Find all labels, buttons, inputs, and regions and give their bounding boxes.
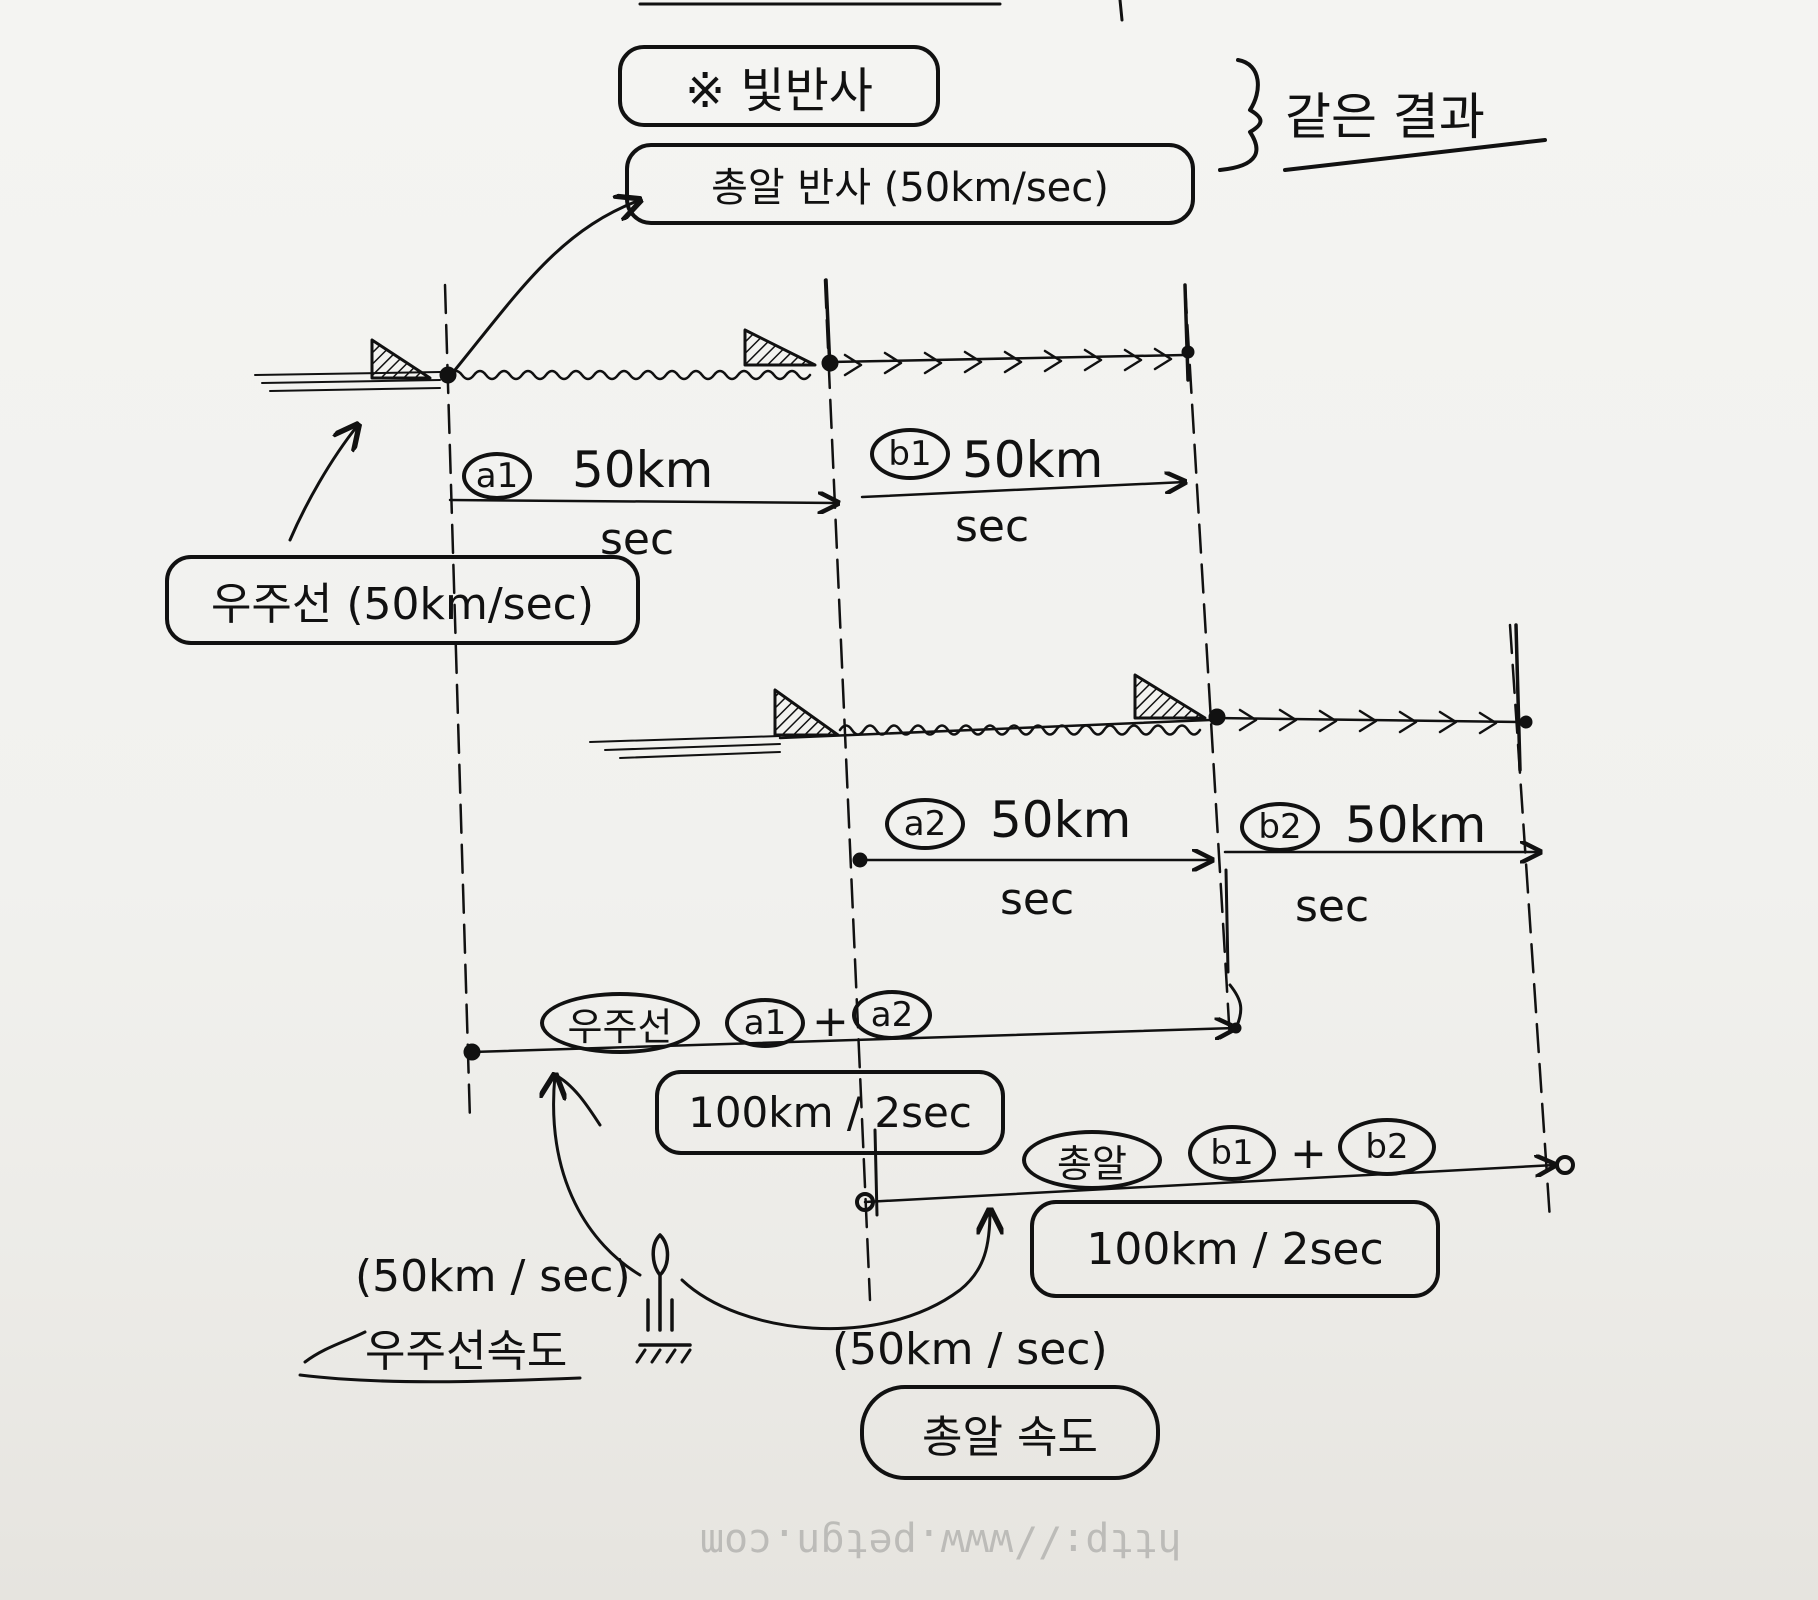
observer-to-spaceship-tail	[553, 1073, 602, 1127]
a2-unit: sec	[1000, 874, 1075, 925]
a1-speed: 50km	[572, 441, 714, 499]
bottom-spring-baseline	[778, 718, 1212, 740]
sum-bullet-tag: 총알	[1022, 1130, 1162, 1190]
arrow-a1	[448, 500, 838, 503]
light-reflection-box: ※ 빛반사	[618, 45, 940, 127]
timeline-v2	[823, 278, 872, 1302]
spaceship-point-bottom	[1208, 708, 1226, 726]
top-motion-line-3	[269, 387, 441, 392]
sum-bullet-result: 100km / 2sec	[1030, 1200, 1440, 1298]
a1-tag: a1	[462, 452, 532, 500]
spaceship-triangle-bottom-start	[773, 688, 840, 737]
spaceship-pointer-arrow	[288, 425, 358, 542]
top-spring	[448, 369, 812, 381]
bullet-speed-label: 총알 속도	[860, 1385, 1160, 1480]
spaceship-speed-label: 우주선속도	[365, 1326, 568, 1377]
spaceship-speed-value: (50km / sec)	[355, 1251, 631, 1302]
observer-figure	[638, 1233, 692, 1347]
top-motion-line-2	[261, 379, 441, 384]
top-chevron-baseline	[828, 353, 1187, 364]
bottom-motion-line-2	[604, 743, 781, 751]
launch-to-header-arrow	[453, 200, 640, 372]
bullet-point-top	[1181, 345, 1195, 359]
sum-bullet-start	[855, 1192, 875, 1212]
sum-bullet-arrow	[863, 1165, 1555, 1204]
timeline-v1	[443, 283, 472, 1122]
bullet-point-bottom	[1519, 715, 1533, 729]
b2-speed: 50km	[1345, 796, 1487, 854]
timeline-v4-solid	[1514, 623, 1522, 772]
top-edge-tick	[1118, 0, 1124, 22]
b1-unit: sec	[955, 501, 1030, 552]
bottom-motion-line-1	[589, 735, 781, 743]
bottom-spring	[838, 724, 1202, 736]
spaceship-speed-underline	[298, 1373, 582, 1384]
same-result-underline	[1283, 138, 1547, 172]
observer-ground	[635, 1348, 692, 1364]
launch-point-top	[439, 366, 457, 384]
observer-to-spaceship-arrow	[554, 1075, 642, 1277]
watermark: http://www.petgn.com	[700, 1520, 1182, 1566]
sum-spaceship-result: 100km / 2sec	[655, 1070, 1005, 1155]
spaceship-triangle-top-end	[743, 328, 817, 367]
top-chevron-trail	[843, 347, 1173, 377]
b2-tag: b2	[1240, 802, 1320, 852]
sum-spaceship-start	[463, 1043, 481, 1061]
arrow-a2-start	[852, 852, 868, 868]
a2-tag: a2	[885, 798, 965, 850]
sum-spaceship-tag: 우주선	[540, 992, 700, 1054]
same-result-brace	[1218, 58, 1263, 172]
sum-bullet-end	[1555, 1155, 1575, 1175]
bottom-motion-line-3	[619, 751, 781, 759]
sum-spaceship-plus: +	[812, 996, 849, 1047]
b1-speed: 50km	[962, 431, 1104, 489]
timeline-v3-solid	[1183, 283, 1190, 382]
bullet-reflection-box: 총알 반사 (50km/sec)	[625, 143, 1195, 225]
timeline-v4	[1508, 623, 1552, 1222]
b1-tag: b1	[870, 428, 950, 480]
spaceship-box: 우주선 (50km/sec)	[165, 555, 640, 645]
timeline-v3	[1183, 283, 1232, 1042]
sum-spaceship-a1: a1	[725, 998, 805, 1048]
b2-unit: sec	[1295, 881, 1370, 932]
observer-to-bullet-arrow	[680, 1210, 990, 1331]
sum-spaceship-end-tick	[1228, 983, 1243, 1030]
a1-unit: sec	[600, 514, 675, 565]
sum-spaceship-a2: a2	[852, 990, 932, 1040]
spaceship-point-top	[821, 354, 839, 372]
sum-bullet-b2: b2	[1338, 1118, 1436, 1176]
bottom-chevron-baseline	[1213, 716, 1522, 724]
sum-bullet-b1: b1	[1188, 1125, 1276, 1181]
a2-speed: 50km	[990, 791, 1132, 849]
spaceship-speed-scribble	[303, 1330, 367, 1364]
spaceship-triangle-top-start	[370, 338, 432, 380]
spaceship-triangle-bottom-end	[1133, 673, 1207, 720]
sum-bullet-plus: +	[1290, 1128, 1327, 1179]
arrow-b1	[860, 482, 1185, 499]
sum-bullet-start-tick	[873, 1128, 879, 1217]
bullet-speed-value: (50km / sec)	[832, 1324, 1108, 1375]
same-result-label: 같은 결과	[1285, 88, 1485, 146]
b2-start-tick	[1224, 868, 1230, 974]
